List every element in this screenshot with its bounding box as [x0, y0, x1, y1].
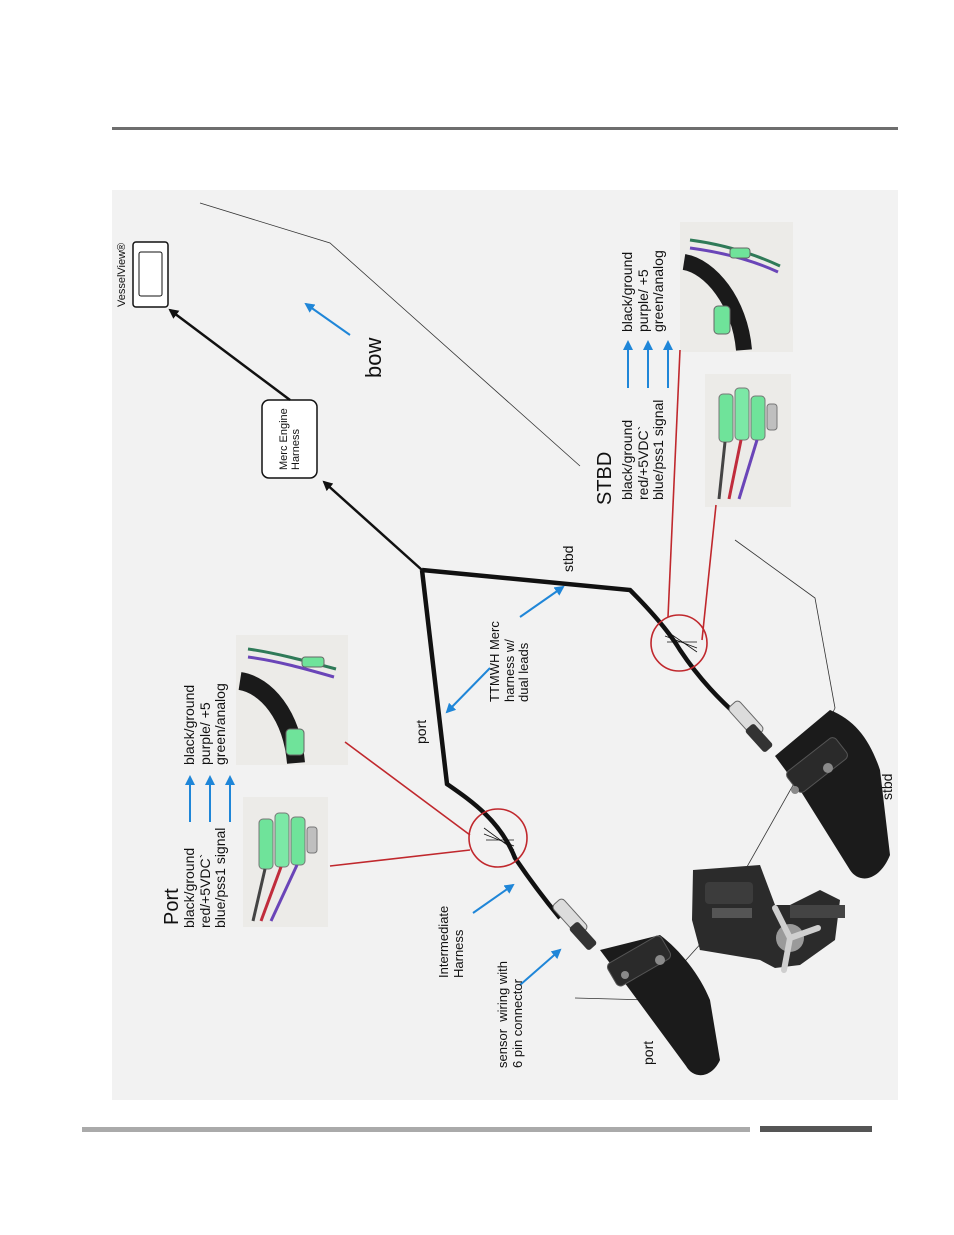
- stbd-right-signal-list: black/ground purple/ +5 green/analog: [619, 250, 667, 332]
- port-transducer-label: port: [640, 1040, 656, 1065]
- stbd-splice-callout: [650, 614, 708, 672]
- stbd-wire-label: stbd: [560, 545, 576, 572]
- port-wire-label: port: [413, 719, 429, 744]
- sensor-wiring-label: sensor wiring with 6 pin connector: [495, 961, 525, 1068]
- sensor-wiring-arrow: [519, 948, 562, 986]
- port-left-signal-list: black/ground red/+5VDC` blue/pss1 signal: [181, 827, 229, 928]
- ttmwh-harness-label: TTMWH Merc harness w/ dual leads: [487, 621, 532, 702]
- stbd-transducer: [775, 710, 890, 879]
- harness-leads-illustration: [680, 222, 793, 352]
- port-transducer: [600, 935, 720, 1076]
- port-splice-callout: [468, 808, 528, 868]
- ttmwh-arrow-stbd: [519, 585, 565, 618]
- vesselview-display: [132, 241, 169, 308]
- port-connector-photo-left: [243, 797, 328, 927]
- hull-outline-top: [199, 202, 581, 467]
- merc-engine-harness-label: Merc Engine Harness: [278, 408, 303, 470]
- stbd-callout-line-a: [667, 349, 681, 618]
- bow-arrow: [304, 302, 351, 336]
- intermediate-arrow: [472, 883, 515, 914]
- connector-bundle-illustration: [243, 797, 328, 927]
- port-connector-photo-right: [236, 635, 348, 765]
- port-right-signal-list: black/ground purple/ +5 green/analog: [181, 683, 229, 765]
- stbd-left-signal-list: black/ground red/+5VDC` blue/pss1 signal: [619, 399, 667, 500]
- stbd-connector-photo-left: [705, 374, 791, 507]
- outboard-engine-illustration: [692, 865, 845, 973]
- port-callout-line-a: [344, 741, 471, 836]
- connector-bundle-illustration: [705, 374, 791, 507]
- intermediate-harness-label: Intermediate Harness: [436, 905, 466, 978]
- arrow-junction-to-merc: [322, 480, 423, 571]
- header-rule: [112, 127, 898, 130]
- harness-leads-illustration: [236, 635, 348, 765]
- bow-label: bow: [361, 337, 386, 378]
- hull-outline-transom: [734, 539, 836, 726]
- ttmwh-arrow-port: [445, 667, 491, 714]
- port-callout-line-b: [329, 849, 471, 867]
- stbd-connector-photo-right: [680, 222, 793, 352]
- stbd-sensor-connector: [728, 700, 773, 752]
- vesselview-label: VesselView®: [116, 242, 128, 307]
- harness-stbd-branch: [421, 567, 742, 720]
- stbd-title: STBD: [594, 451, 616, 505]
- stbd-transducer-label: stbd: [879, 773, 895, 800]
- stbd-callout-line-b: [701, 504, 717, 641]
- footer-rule-accent: [760, 1126, 872, 1132]
- port-sensor-connector: [552, 898, 597, 950]
- footer-rule: [82, 1127, 750, 1132]
- harness-port-branch: [419, 569, 562, 920]
- arrow-harness-to-vesselview: [168, 308, 291, 401]
